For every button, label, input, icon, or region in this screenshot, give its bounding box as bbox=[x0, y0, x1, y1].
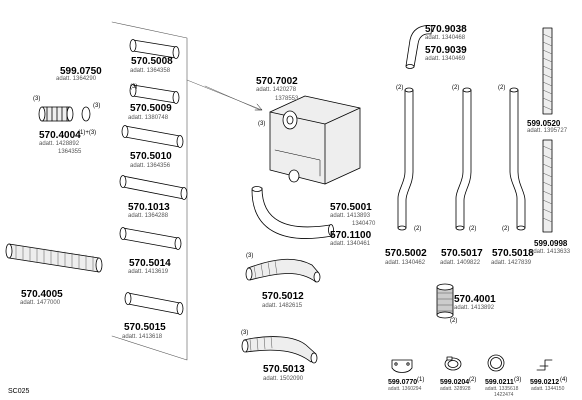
adatt-number: adatt. 1344150 bbox=[531, 386, 565, 392]
quantity: (2) bbox=[452, 85, 460, 91]
adatt-number: adatt. 1420278 bbox=[256, 87, 297, 93]
quantity: (2) bbox=[450, 318, 458, 324]
part-number: 599.0998 bbox=[534, 239, 568, 248]
adatt-number: adatt. 1409822 bbox=[440, 260, 481, 266]
part-570-5018[interactable] bbox=[509, 87, 526, 231]
part-570-1013[interactable] bbox=[119, 175, 188, 200]
part-number: 570.4001 bbox=[454, 294, 496, 305]
part-570-5013[interactable] bbox=[241, 335, 318, 364]
quantity: (2) bbox=[498, 85, 506, 91]
adatt-number: adatt. 1364358 bbox=[130, 68, 171, 74]
quantity: (1)+(3) bbox=[78, 130, 97, 136]
part-number: 570.5018 bbox=[492, 248, 534, 259]
part-599-0204[interactable] bbox=[444, 356, 462, 371]
part-570-5012[interactable] bbox=[245, 258, 321, 283]
adatt-number: adatt. 1413618 bbox=[122, 334, 163, 340]
part-number: 570.9038 bbox=[425, 24, 467, 35]
part-number: 570.5015 bbox=[124, 322, 166, 333]
adatt-number-2: 1422474 bbox=[494, 392, 514, 398]
part-570-4005[interactable] bbox=[5, 243, 103, 273]
part-number: 570.5008 bbox=[131, 56, 173, 67]
adatt-number: adatt. 1395727 bbox=[527, 128, 568, 134]
quantity: (3) bbox=[258, 121, 266, 127]
adatt-number: adatt. 1413633 bbox=[530, 249, 571, 255]
adatt-number: adatt. 1340462 bbox=[385, 260, 426, 266]
adatt-number: adatt. 1428892 bbox=[39, 141, 80, 147]
part-number: 599.0770 bbox=[388, 379, 418, 386]
quantity: (2) bbox=[396, 85, 404, 91]
part-number: 570.9039 bbox=[425, 45, 467, 56]
quantity: (3) bbox=[241, 330, 249, 336]
part-number: 599.0750 bbox=[60, 66, 102, 77]
quantity: (2) bbox=[414, 226, 422, 232]
part-599-0211[interactable] bbox=[487, 354, 505, 372]
adatt-number: adatt. 1335618 bbox=[485, 386, 519, 392]
part-570-5014[interactable] bbox=[119, 227, 182, 250]
adatt-number: adatt. 1380748 bbox=[128, 115, 169, 121]
part-number: 570.5001 bbox=[330, 202, 372, 213]
part-570-5009[interactable] bbox=[129, 84, 180, 104]
part-599-0998[interactable] bbox=[542, 139, 553, 233]
adatt-number-2: 1378553 bbox=[275, 96, 299, 102]
adatt-number-2: 1364355 bbox=[58, 149, 82, 155]
part-570-5015[interactable] bbox=[124, 292, 184, 315]
adatt-number: adatt. 1477000 bbox=[20, 300, 61, 306]
part-number: 570.4005 bbox=[21, 289, 63, 300]
adatt-number: adatt. 1427839 bbox=[491, 260, 532, 266]
quantity: (3) bbox=[33, 96, 41, 102]
part-570-5010[interactable] bbox=[121, 125, 184, 148]
part-number: 570.4004 bbox=[39, 130, 81, 141]
part-570-7002-muffler[interactable] bbox=[204, 85, 361, 185]
part-570-5008[interactable] bbox=[129, 39, 180, 59]
part-570-1100[interactable] bbox=[251, 186, 334, 239]
quantity: (2) bbox=[469, 377, 477, 383]
quantity: (3) bbox=[514, 377, 522, 383]
adatt-number: adatt. 1364356 bbox=[130, 163, 171, 169]
adatt-number: adatt. 1413892 bbox=[454, 305, 495, 311]
part-number: 570.5010 bbox=[130, 151, 172, 162]
part-number: 570.5013 bbox=[263, 364, 305, 375]
part-number: 570.5002 bbox=[385, 248, 427, 259]
part-599-0212[interactable] bbox=[536, 359, 553, 371]
part-number: 570.5009 bbox=[130, 103, 172, 114]
adatt-number-2: 1340470 bbox=[352, 221, 376, 227]
quantity: (1) bbox=[417, 377, 425, 383]
part-570-5002[interactable] bbox=[397, 87, 414, 231]
part-number: 570.7002 bbox=[256, 76, 298, 87]
adatt-number: adatt. 1364288 bbox=[128, 213, 169, 219]
adatt-number: adatt. 1502090 bbox=[263, 376, 304, 382]
quantity: (3) bbox=[130, 84, 138, 90]
part-number: 599.0212 bbox=[530, 379, 560, 386]
part-number: 570.5017 bbox=[441, 248, 483, 259]
quantity: (3) bbox=[246, 253, 254, 259]
part-570-9038[interactable] bbox=[405, 25, 433, 69]
part-number: 599.0204 bbox=[440, 379, 470, 386]
adatt-number: adatt. 1340461 bbox=[330, 241, 371, 247]
adatt-number: adatt. 1360294 bbox=[388, 386, 422, 392]
part-number: 570.5012 bbox=[262, 291, 304, 302]
adatt-number: adatt. 1340469 bbox=[425, 56, 466, 62]
part-570-5017[interactable] bbox=[455, 87, 472, 231]
part-number: 599.0211 bbox=[485, 379, 514, 386]
part-number: 570.1100 bbox=[330, 230, 372, 241]
adatt-number: adatt. 1364290 bbox=[56, 76, 97, 82]
adatt-number: adatt. 1413619 bbox=[128, 269, 169, 275]
diagram-code: SC025 bbox=[8, 388, 30, 395]
part-599-0770[interactable] bbox=[391, 359, 413, 373]
adatt-number: adatt. 1482615 bbox=[262, 303, 303, 309]
quantity: (4) bbox=[560, 377, 568, 383]
part-number: 570.1013 bbox=[128, 202, 170, 213]
quantity: (2) bbox=[469, 226, 477, 232]
part-570-4001[interactable] bbox=[436, 283, 454, 319]
adatt-number: adatt. 1340468 bbox=[425, 35, 466, 41]
adatt-number: adatt. 1413893 bbox=[330, 213, 371, 219]
part-number: 599.0520 bbox=[527, 119, 561, 128]
part-599-0520[interactable] bbox=[542, 27, 553, 115]
adatt-number: adatt. 328928 bbox=[440, 386, 471, 392]
part-599-0750[interactable] bbox=[38, 106, 91, 122]
quantity: (2) bbox=[502, 226, 510, 232]
part-number: 570.5014 bbox=[129, 258, 171, 269]
quantity: (3) bbox=[93, 103, 101, 109]
